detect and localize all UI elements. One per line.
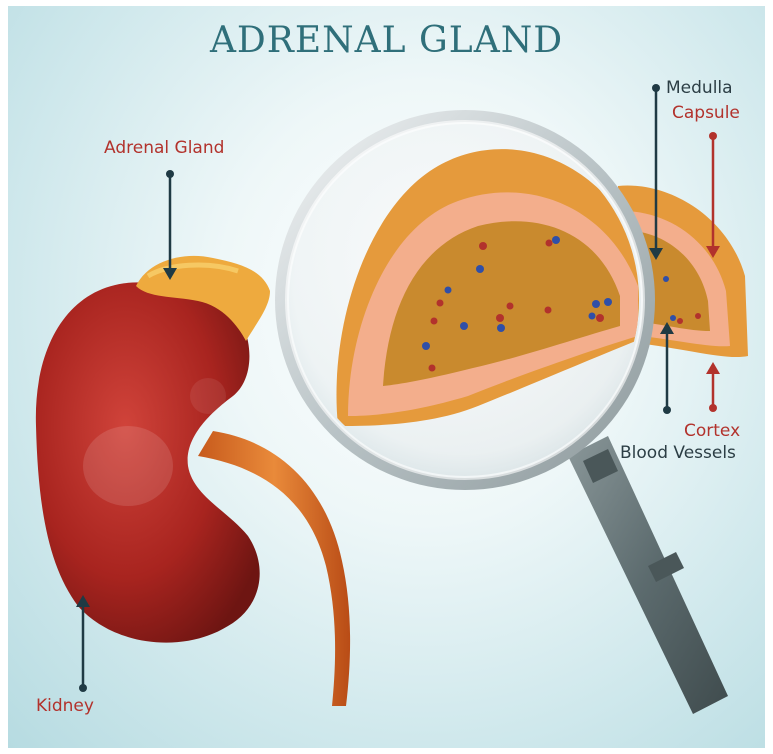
label-kidney: Kidney xyxy=(36,696,94,716)
label-capsule: Capsule xyxy=(672,103,740,123)
magnifier-handle xyxy=(568,436,728,714)
label-adrenal-gland: Adrenal Gland xyxy=(104,138,224,158)
label-cortex: Cortex xyxy=(684,421,740,441)
label-blood-vessels: Blood Vessels xyxy=(620,443,736,463)
illustration xyxy=(8,6,765,748)
diagram-frame: ADRENAL GLAND xyxy=(8,6,765,748)
label-medulla: Medulla xyxy=(666,78,733,98)
